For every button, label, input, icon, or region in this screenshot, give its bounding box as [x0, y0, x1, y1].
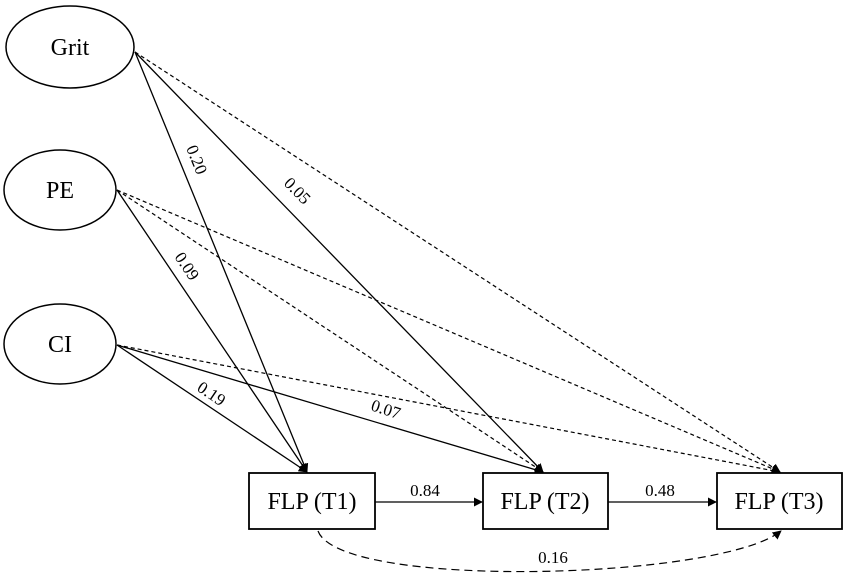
node-ci: CI: [3, 303, 117, 385]
node-flp-t3: FLP (T3): [716, 472, 843, 530]
path-ci-t1: [116, 344, 308, 473]
node-grit-label: Grit: [51, 35, 90, 61]
path-pe-t3: [116, 189, 781, 473]
path-t1-t3: [317, 530, 782, 573]
node-flp-t3-label: FLP (T3): [734, 489, 823, 515]
node-flp-t1: FLP (T1): [248, 472, 376, 530]
label-ci-t1: 0.19: [194, 378, 229, 410]
path-pe-t1: [116, 189, 308, 473]
node-pe-label: PE: [46, 178, 74, 204]
node-ci-label: CI: [48, 332, 72, 358]
node-flp-t1-label: FLP (T1): [267, 489, 356, 515]
path-ci-t3: [116, 344, 781, 475]
label-t1-t2: 0.84: [410, 481, 440, 500]
label-grit-t2: 0.05: [280, 174, 314, 209]
label-pe-t1: 0.09: [171, 249, 203, 284]
node-flp-t2: FLP (T2): [482, 472, 609, 530]
label-grit-t1: 0.20: [182, 142, 211, 177]
node-pe: PE: [3, 149, 117, 231]
path-ci-t2: [116, 344, 544, 474]
node-flp-t2-label: FLP (T2): [500, 489, 589, 515]
node-grit: Grit: [5, 5, 135, 89]
path-grit-t3: [134, 51, 781, 473]
path-grit-t1: [134, 51, 309, 473]
path-pe-t2: [116, 189, 544, 473]
label-t1-t3: 0.16: [538, 548, 568, 567]
path-grit-t2: [134, 51, 544, 473]
label-t2-t3: 0.48: [645, 481, 675, 500]
label-ci-t2: 0.07: [369, 396, 404, 423]
